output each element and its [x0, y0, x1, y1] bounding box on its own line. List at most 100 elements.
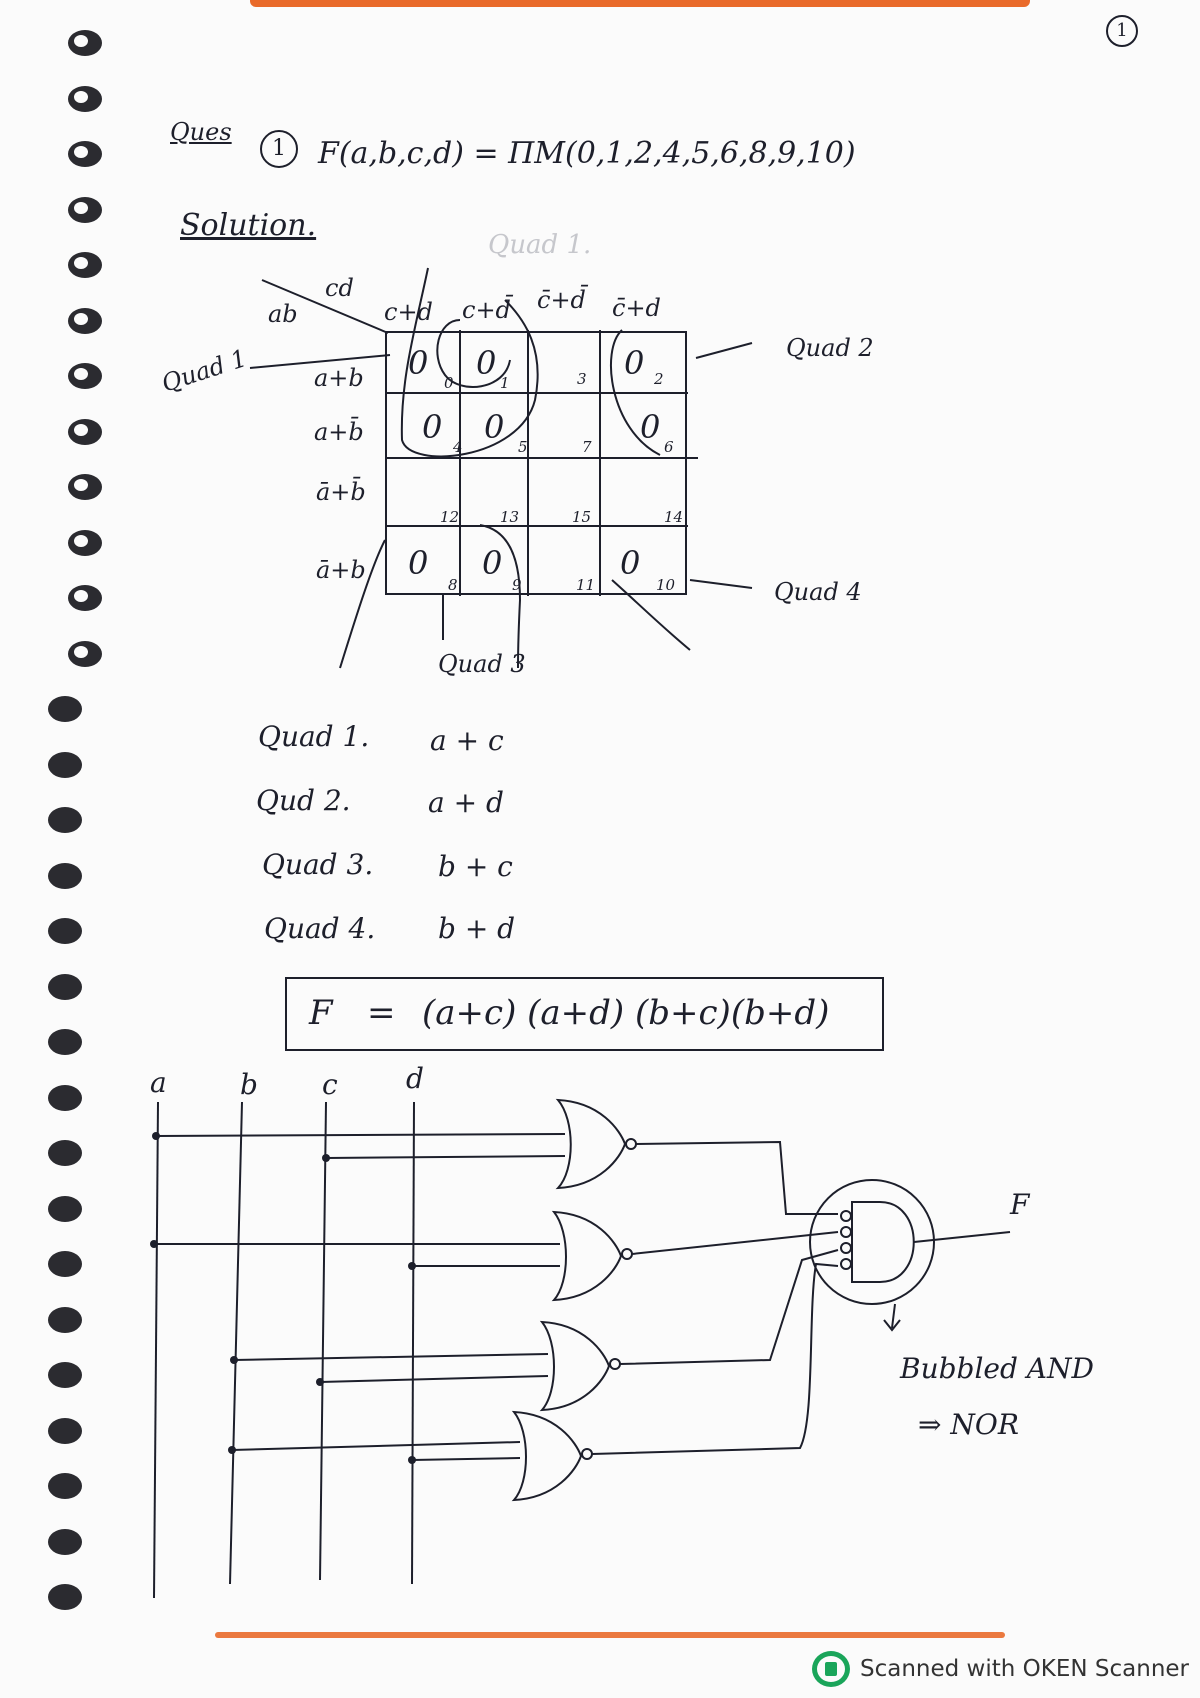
spiral-ring: [48, 1473, 82, 1499]
note-bubbled-and: Bubbled AND: [899, 1352, 1094, 1385]
rail-d: [411, 1101, 415, 1585]
spiral-ring: [48, 1417, 82, 1444]
kmap-cell-2: 0: [624, 344, 644, 382]
kmap-row-header-3: ā+b: [316, 556, 366, 584]
kmap-index-0: 0: [444, 374, 454, 392]
solution-heading: Solution.: [180, 208, 317, 243]
final-rhs: (a+c) (a+d) (b+c)(b+d): [422, 993, 830, 1033]
input-label-c: c: [322, 1068, 338, 1101]
kmap-index-8: 8: [448, 576, 458, 594]
kmap-index-3: 3: [577, 370, 587, 388]
quad-3-name: Quad 3.: [262, 848, 374, 881]
kmap-corner-diagonal: [261, 279, 389, 334]
nor-gate-3: [539, 1320, 611, 1412]
scanner-watermark: Scanned with OKEN Scanner: [812, 1651, 1189, 1687]
top-edge-stripe: [250, 0, 1030, 7]
kmap-cell-4: 0: [422, 408, 442, 446]
nor-gate-4: [511, 1410, 583, 1502]
spiral-ring: [48, 807, 82, 833]
spiral-ring: [68, 30, 102, 56]
kmap-label-quad-4: Quad 4: [774, 578, 862, 606]
page-number: 1: [1106, 15, 1138, 47]
final-equals: =: [367, 993, 396, 1033]
bubbled-and-highlight-circle: [809, 1179, 935, 1305]
kmap-index-7: 7: [582, 438, 592, 456]
spiral-ring: [48, 1528, 82, 1555]
spiral-ring: [48, 696, 82, 722]
spiral-ring: [68, 529, 102, 556]
spiral-ring: [68, 307, 102, 334]
kmap-index-6: 6: [664, 438, 674, 456]
quad-2-term: a + d: [428, 786, 504, 819]
spiral-ring: [48, 1306, 82, 1333]
kmap-index-2: 2: [653, 370, 664, 388]
quad-3-loop: [339, 539, 386, 669]
spiral-ring: [48, 1195, 82, 1222]
final-lhs: F: [309, 993, 333, 1033]
kmap-index-5: 5: [518, 438, 528, 456]
spiral-ring: [68, 196, 102, 223]
spiral-ring: [48, 1362, 82, 1388]
kmap-col-header-1: c+d̄: [462, 295, 514, 324]
output-label-f: F: [1009, 1188, 1031, 1221]
spiral-ring: [48, 1584, 82, 1610]
kmap-row-header-1: a+b̄: [314, 417, 364, 446]
spiral-ring: [68, 474, 102, 500]
kmap-cell-9: 0: [482, 544, 502, 582]
spiral-ring: [68, 640, 102, 667]
kmap-col-header-3: c̄+d: [612, 294, 661, 322]
kmap-label-quad-3: Quad 3: [438, 650, 526, 678]
kmap-col-header-2: c̄+d̄: [537, 285, 589, 314]
spiral-binding: [48, 10, 108, 1630]
bubbled-and-gate: [851, 1201, 915, 1283]
kmap-corner-cd: cd: [325, 274, 354, 302]
input-label-b: b: [240, 1068, 258, 1101]
nor-gate-1: [555, 1098, 627, 1190]
spiral-ring: [48, 918, 82, 944]
bottom-edge-stripe: [215, 1632, 1005, 1638]
kmap-cell-6: 0: [640, 408, 660, 446]
kmap-index-10: 10: [656, 576, 676, 594]
kmap-row-header-2: ā+b̄: [316, 477, 366, 506]
question-label: Ques: [170, 118, 232, 146]
scanner-watermark-text: Scanned with OKEN Scanner: [860, 1656, 1189, 1682]
quad-3-term: b + c: [438, 850, 513, 883]
spiral-ring: [68, 252, 102, 278]
spiral-ring: [48, 1251, 82, 1277]
kmap-label-quad-1: Quad 1: [158, 344, 250, 398]
spiral-ring: [68, 141, 102, 167]
kmap-index-4: 4: [452, 438, 463, 456]
nor-gate-2: [551, 1210, 623, 1302]
spiral-ring: [48, 973, 82, 1000]
kmap-grid-border: [385, 331, 687, 595]
kmap-cell-0: 0: [408, 344, 428, 382]
final-expression-box: F = (a+c) (a+d) (b+c)(b+d): [285, 977, 884, 1051]
quad-4-name: Quad 4.: [264, 912, 376, 945]
quad-1-term: a + c: [430, 724, 504, 757]
karnaugh-map: cd ab c+d c+d̄ c̄+d̄ c̄+d a+b a+b̄ ā+b̄ …: [158, 267, 874, 678]
quad-4-loop: [611, 579, 691, 651]
spiral-ring: [48, 751, 82, 778]
kmap-col-header-0: c+d: [384, 298, 433, 326]
rail-b: [229, 1101, 243, 1585]
kmap-index-1: 1: [500, 374, 510, 392]
question-expression: F(a,b,c,d) = ΠM(0,1,2,4,5,6,8,9,10): [318, 136, 856, 171]
kmap-index-14: 14: [664, 508, 683, 526]
kmap-index-13: 13: [500, 508, 519, 526]
kmap-cell-1: 0: [476, 344, 496, 382]
note-nor: ⇒ NOR: [918, 1408, 1019, 1441]
kmap-index-11: 11: [576, 576, 595, 594]
output-wire: [913, 1231, 1011, 1243]
input-label-a: a: [150, 1066, 167, 1099]
quad-2-name: Qud 2.: [256, 784, 351, 817]
spiral-ring: [48, 1140, 82, 1166]
rail-c: [319, 1101, 327, 1581]
spiral-ring: [68, 418, 102, 445]
kmap-cell-8: 0: [408, 544, 428, 582]
logic-circuit: a b c d F Bubbled AND ⇒ NOR: [150, 1062, 1094, 1599]
kmap-cell-10: 0: [620, 544, 640, 582]
quad-1-loop: [400, 267, 539, 458]
kmap-index-15: 15: [572, 508, 591, 526]
question-number: 1: [260, 130, 298, 168]
